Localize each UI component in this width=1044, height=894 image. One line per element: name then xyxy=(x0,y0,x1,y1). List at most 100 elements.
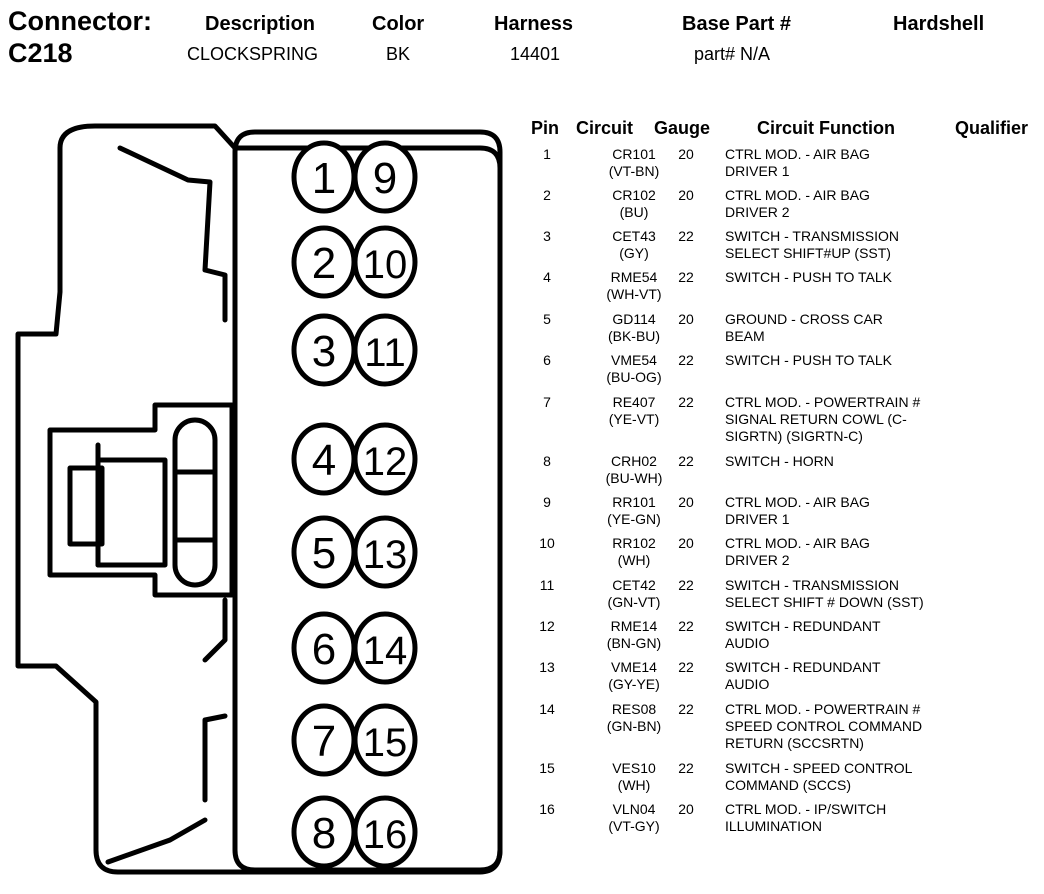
description-label: Description xyxy=(205,13,316,35)
function-line: SWITCH - TRANSMISSION xyxy=(725,577,899,593)
function-line: SELECT SHIFT # DOWN (SST) xyxy=(725,594,924,610)
row-function: CTRL MOD. - POWERTRAIN #SPEED CONTROL CO… xyxy=(725,701,1044,752)
row-circuit: CR102(BU) xyxy=(574,187,694,221)
function-line: AUDIO xyxy=(725,635,770,651)
row-gauge: 22 xyxy=(678,659,694,675)
row-gauge: 22 xyxy=(678,701,694,717)
circuit-id: VES10 xyxy=(612,760,656,776)
pin-number: 6 xyxy=(312,625,336,674)
row-pin: 10 xyxy=(539,535,555,551)
row-gauge: 20 xyxy=(678,311,694,327)
pin-number: 12 xyxy=(363,440,408,484)
pin-4: 4 xyxy=(291,422,357,496)
pin-number: 2 xyxy=(312,239,336,288)
pin-10: 10 xyxy=(352,225,418,299)
row-circuit: VME54(BU-OG) xyxy=(574,352,694,386)
pin-13: 13 xyxy=(352,515,418,589)
function-line: BEAM xyxy=(725,328,765,344)
wire-color: (BU-WH) xyxy=(605,470,663,486)
row-pin: 5 xyxy=(543,311,551,327)
function-line: SWITCH - HORN xyxy=(725,453,834,469)
wire-color: (VT-GY) xyxy=(608,818,660,834)
row-pin: 16 xyxy=(539,801,555,817)
row-pin: 8 xyxy=(543,453,551,469)
pin-number: 13 xyxy=(363,533,408,577)
circuit-id: VME54 xyxy=(611,352,657,368)
row-gauge: 22 xyxy=(678,577,694,593)
pin-table: Pin Circuit Gauge Circuit Function Quali… xyxy=(520,0,1044,894)
row-circuit: CR101(VT-BN) xyxy=(574,146,694,180)
connector-label: Connector: xyxy=(8,6,152,36)
row-circuit: RME14(BN-GN) xyxy=(574,618,694,652)
function-line: DRIVER 1 xyxy=(725,511,790,527)
function-line: SPEED CONTROL COMMAND xyxy=(725,718,923,734)
side-lock xyxy=(47,402,235,598)
row-circuit: RES08(GN-BN) xyxy=(574,701,694,735)
row-pin: 6 xyxy=(543,352,551,368)
row-function: CTRL MOD. - POWERTRAIN #SIGNAL RETURN CO… xyxy=(725,394,1044,445)
harness-label: Harness xyxy=(494,13,573,35)
row-gauge: 20 xyxy=(678,146,694,162)
row-circuit: VME14(GY-YE) xyxy=(574,659,694,693)
wire-color: (GY-YE) xyxy=(608,676,660,692)
circuit-id: CRH02 xyxy=(611,453,657,469)
circuit-id: CR102 xyxy=(612,187,656,203)
pin-circle xyxy=(352,703,418,777)
pin-14: 14 xyxy=(352,611,418,685)
wire-color: (WH) xyxy=(617,552,651,568)
pin-circle xyxy=(352,515,418,589)
function-line: ILLUMINATION xyxy=(725,818,822,834)
base-part-label: Base Part # xyxy=(682,13,791,35)
pin-number: 9 xyxy=(373,154,397,203)
circuit-id: RME54 xyxy=(610,269,658,285)
lock-button xyxy=(67,465,105,547)
col-header-pin: Pin xyxy=(531,118,560,138)
wire-color: (GN-VT) xyxy=(607,594,661,610)
row-gauge: 20 xyxy=(678,494,694,510)
connector-id: C218 xyxy=(8,38,73,68)
row-circuit: RE407(YE-VT) xyxy=(574,394,694,428)
row-function: SWITCH - PUSH TO TALK xyxy=(725,269,1044,286)
row-gauge: 22 xyxy=(678,394,694,410)
row-pin: 13 xyxy=(539,659,555,675)
pin-1: 1 xyxy=(291,140,357,214)
row-circuit: CRH02(BU-WH) xyxy=(574,453,694,487)
function-line: CTRL MOD. - IP/SWITCH xyxy=(725,801,887,817)
row-pin: 11 xyxy=(539,577,555,593)
row-pin: 14 xyxy=(539,701,555,717)
row-circuit: GD114(BK-BU) xyxy=(574,311,694,345)
pin-circle xyxy=(352,422,418,496)
pin-circle xyxy=(352,611,418,685)
pin-circle xyxy=(352,795,418,869)
pin-circle xyxy=(352,313,418,387)
function-line: COMMAND (SCCS) xyxy=(725,777,851,793)
function-line: CTRL MOD. - POWERTRAIN # xyxy=(725,701,921,717)
function-line: CTRL MOD. - AIR BAG xyxy=(725,146,870,162)
row-pin: 2 xyxy=(543,187,551,203)
circuit-id: RR102 xyxy=(612,535,656,551)
pin-number: 11 xyxy=(364,331,406,375)
wire-color: (GY) xyxy=(619,245,649,261)
col-header-circuit: Circuit xyxy=(576,118,634,138)
function-line: CTRL MOD. - AIR BAG xyxy=(725,535,870,551)
pin-number: 15 xyxy=(363,721,408,765)
wire-color: (YE-GN) xyxy=(607,511,661,527)
function-line: AUDIO xyxy=(725,676,770,692)
circuit-id: VME14 xyxy=(611,659,657,675)
pin-6: 6 xyxy=(291,611,357,685)
function-line: CTRL MOD. - AIR BAG xyxy=(725,494,870,510)
pin-number: 1 xyxy=(312,154,336,203)
row-function: SWITCH - PUSH TO TALK xyxy=(725,352,1044,369)
color-label: Color xyxy=(372,13,425,35)
function-line: DRIVER 1 xyxy=(725,163,790,179)
pin-circle xyxy=(352,225,418,299)
harness-value: 14401 xyxy=(510,44,561,64)
pin-8: 8 xyxy=(291,795,357,869)
function-line: DRIVER 2 xyxy=(725,204,790,220)
circuit-id: CET43 xyxy=(612,228,656,244)
